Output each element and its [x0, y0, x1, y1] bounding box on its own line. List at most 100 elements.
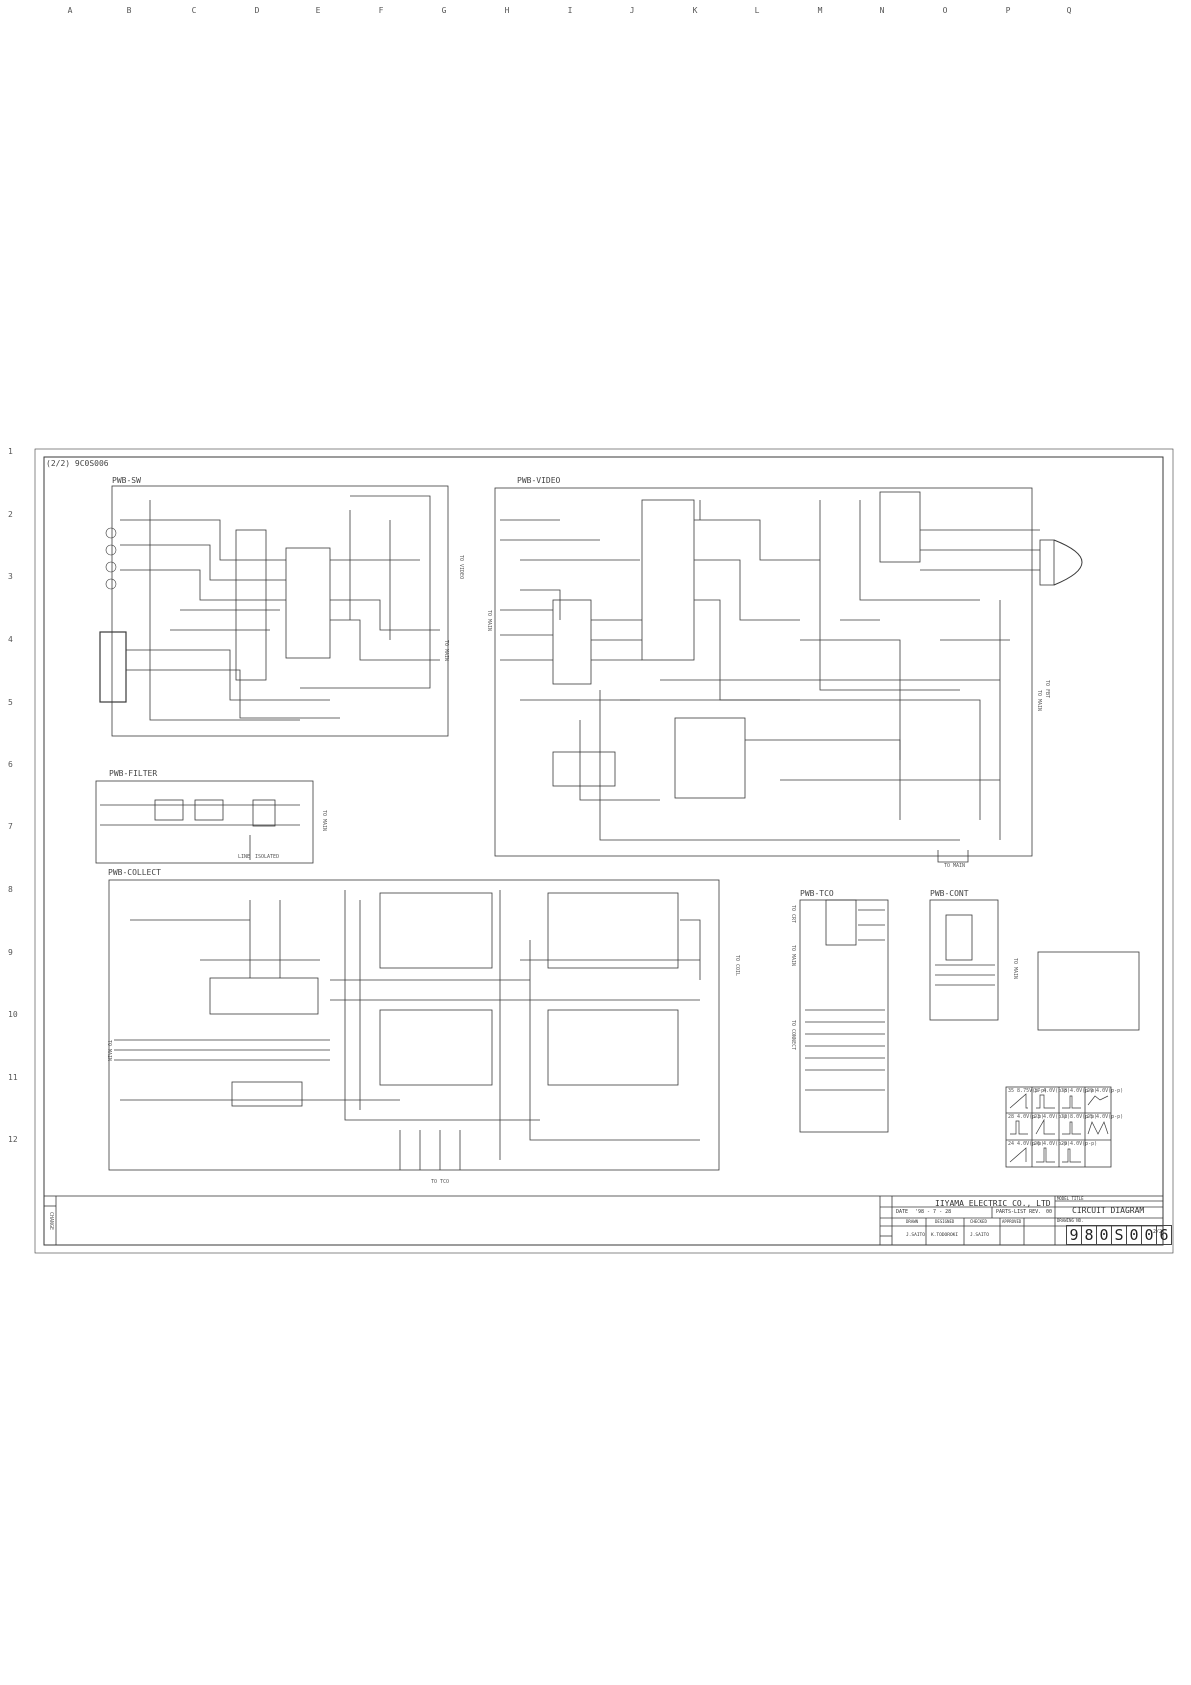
waveform-voltage: 4.0V(p-p) [1043, 1088, 1071, 1094]
waveform-voltage: 4.0V(p-p) [1096, 1088, 1124, 1094]
drawing-number-digit: 6 [1156, 1225, 1172, 1245]
drawn-label: DRAWN [906, 1219, 919, 1224]
drawing-number-digit: 0 [1141, 1225, 1157, 1245]
waveform-id: 29 4.0V(p-p) [1061, 1141, 1098, 1147]
column-letter: F [378, 6, 384, 15]
column-letter: A [67, 6, 73, 15]
column-letter: H [504, 6, 510, 15]
waveform-voltage: 4.0V(p-p) [1043, 1114, 1071, 1120]
drawing-number-digit: 9 [1066, 1225, 1082, 1245]
connector-label: TO MAIN [944, 863, 966, 869]
column-letter: O [942, 6, 948, 15]
column-letter: B [126, 6, 132, 15]
waveform-voltage: 4.0V(p-p) [1070, 1088, 1098, 1094]
block-label-cont: PWB-CONT [930, 889, 969, 898]
connector-label: TO MAIN [790, 945, 796, 967]
waveform-id: 35 8.75V(p-p) [1008, 1088, 1048, 1094]
column-letter: I [567, 6, 573, 15]
waveform-voltage: 4.0V(p-p) [1096, 1114, 1124, 1120]
row-number: 10 [8, 1010, 18, 1019]
column-letter: K [692, 6, 698, 15]
column-letter: Q [1066, 6, 1072, 15]
block-label-tco: PWB-TCO [800, 889, 834, 898]
waveform-voltage: 8.0V(p-p) [1070, 1114, 1098, 1120]
waveform-voltage: 4.0V(p-p) [1017, 1141, 1045, 1147]
waveform-id: 24 4.0V(p-p) [1008, 1141, 1045, 1147]
parts-list-value: 00 [1046, 1209, 1053, 1215]
column-letter: D [254, 6, 260, 15]
drawing-number-digit: 0 [1126, 1225, 1142, 1245]
waveform-id: 38 4.0V(p-p) [1061, 1088, 1098, 1094]
designed-by: K.TODOROKI [931, 1233, 959, 1238]
connector-label: TO CRT [790, 905, 796, 924]
row-number: 4 [8, 635, 13, 644]
connector-label: TO TCO [431, 1179, 450, 1185]
row-number: 12 [8, 1135, 18, 1144]
row-number: 1 [8, 447, 13, 456]
row-number: 6 [8, 760, 13, 769]
column-letter: G [441, 6, 447, 15]
column-letter: C [191, 6, 197, 15]
connector-label: TO MAIN [321, 810, 327, 832]
waveform-id: 23 4.0V(p-p) [1034, 1114, 1071, 1120]
parts-list-label: PARTS-LIST REV. [996, 1209, 1042, 1215]
row-number: 3 [8, 572, 13, 581]
company-name: IIYAMA ELECTRIC CO., LTD [935, 1199, 1051, 1208]
drawing-number-digit: 8 [1081, 1225, 1097, 1245]
row-number: 11 [8, 1073, 18, 1082]
drawing-number-digit: 0 [1096, 1225, 1112, 1245]
column-letter: J [629, 6, 635, 15]
block-label-sw: PWB-SW [112, 476, 141, 485]
waveform-id: 26 4.0V(p-p) [1034, 1141, 1071, 1147]
waveform-id: 37 4.0V(p-p) [1034, 1088, 1071, 1094]
drawing-number: 9 8 0 S 0 0 6 [1066, 1225, 1172, 1245]
connector-label: TO CONNECT [790, 1020, 796, 1051]
connector-label: LINE [238, 854, 251, 860]
connector-label: TO MAIN [1012, 958, 1018, 980]
sheet-reference: (2/2) 9C0S006 [46, 459, 109, 468]
waveform-id: 32 8.0V(p-p) [1061, 1114, 1098, 1120]
waveform-voltage: 4.0V(p-p) [1017, 1114, 1045, 1120]
row-number: 2 [8, 510, 13, 519]
connector-label: TO VIDEO [458, 555, 464, 580]
connector-label: TO FBT [1044, 680, 1050, 699]
checked-label: CHECKED [970, 1219, 987, 1224]
connector-label: TO MAIN [106, 1040, 112, 1062]
connector-label: TO MAIN [443, 640, 449, 662]
waveform-id: 28 4.0V(p-p) [1008, 1114, 1045, 1120]
drawing-number-digit: S [1111, 1225, 1127, 1245]
diagram-title: CIRCUIT DIAGRAM [1072, 1206, 1145, 1215]
model-title-label: MODEL TITLE [1057, 1196, 1084, 1201]
block-label-filter: PWB-FILTER [109, 769, 158, 778]
connector-label: TO MAIN [486, 610, 492, 632]
column-letter: N [879, 6, 885, 15]
date-value: '98 - 7 - 28 [915, 1209, 952, 1215]
row-number: 7 [8, 822, 13, 831]
waveform-voltage: 8.75V(p-p) [1017, 1088, 1048, 1094]
connector-label: ISOLATED [255, 854, 280, 860]
change-label: CHANGE [48, 1212, 54, 1231]
waveform-id: 29 4.0V(p-p) [1087, 1088, 1124, 1094]
approved-label: APPROVED [1002, 1219, 1022, 1224]
row-number: 8 [8, 885, 13, 894]
waveform-id: 25 4.0V(p-p) [1087, 1114, 1124, 1120]
waveform-voltage: 4.0V(p-p) [1070, 1141, 1098, 1147]
row-number: 9 [8, 948, 13, 957]
connector-label: TO MAIN [1036, 690, 1042, 712]
connector-label: TO COIL [734, 955, 740, 977]
drawing-no-label: DRAWING NO. [1057, 1218, 1084, 1223]
row-number: 5 [8, 698, 13, 707]
date-label: DATE [896, 1209, 909, 1215]
checked-by: J.SAITO [970, 1233, 989, 1238]
block-label-collect: PWB-COLLECT [108, 868, 161, 877]
designed-label: DESIGNED [935, 1219, 955, 1224]
column-letter: E [315, 6, 321, 15]
sheet-fraction: 2/2 [1153, 1229, 1163, 1235]
drawn-by: J.SAITO [906, 1233, 925, 1238]
column-letter: M [817, 6, 823, 15]
waveform-voltage: 4.0V(p-p) [1043, 1141, 1071, 1147]
column-letter: L [754, 6, 760, 15]
column-letter: P [1005, 6, 1011, 15]
block-label-video: PWB-VIDEO [517, 476, 561, 485]
